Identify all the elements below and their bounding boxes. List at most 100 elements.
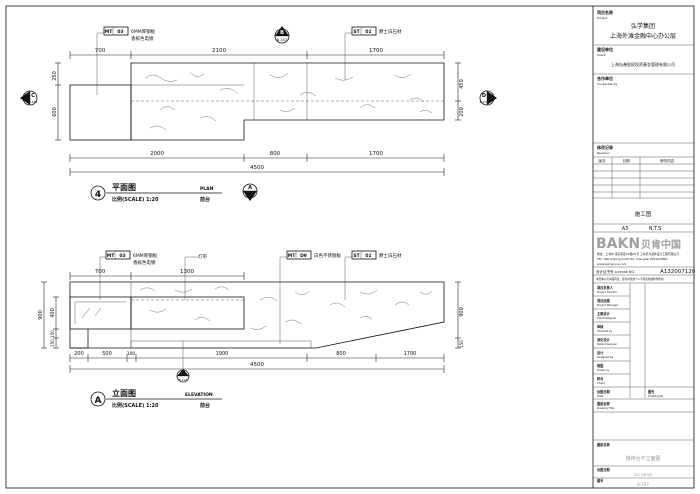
elev-left-dim-1: 900 bbox=[38, 310, 44, 320]
design-rows: 项目负责人 Project Director 项目经理 Project Mana… bbox=[593, 283, 694, 398]
elevation-marble-veins bbox=[139, 286, 433, 330]
svg-text:MT: MT bbox=[288, 253, 296, 259]
svg-text:B-107: B-107 bbox=[480, 100, 489, 104]
elev-callout-mtd9-text: 白色不锈钢板 bbox=[314, 252, 341, 259]
plan-marble-top bbox=[130, 62, 445, 141]
elev-top-dim-2: 1300 bbox=[180, 269, 194, 275]
svg-text:D9: D9 bbox=[300, 253, 307, 259]
firm-address: 地址：上海市 浦东新区XX路XX号 上海贝肯装饰设计工程有限公司 bbox=[597, 252, 679, 256]
plan-callout-st-text: 爵士白石材 bbox=[379, 28, 402, 35]
svg-text:校对: 校对 bbox=[597, 376, 604, 381]
svg-text:A: A bbox=[248, 185, 252, 191]
plan-top-dim-2: 2100 bbox=[212, 48, 226, 54]
elev-callout-mt03-text1: 6MM厚钢板 bbox=[133, 252, 158, 259]
sheet-border bbox=[5, 5, 695, 489]
elev-left-dim-2: 400 bbox=[50, 308, 56, 318]
elevation-subject: 前台 bbox=[200, 402, 210, 409]
elevation-scale: 比例(SCALE) 1:20 bbox=[112, 402, 159, 409]
svg-text:图纸名称: 图纸名称 bbox=[597, 442, 611, 447]
elevation-title-en: ELEVATION bbox=[185, 392, 213, 398]
svg-text:Drawn by: Drawn by bbox=[597, 368, 610, 372]
elev-left-dim-3: 150 bbox=[50, 330, 55, 338]
revision-col-1: 版次 bbox=[599, 158, 607, 163]
svg-text:Designed by: Designed by bbox=[597, 355, 614, 359]
elevation-title-badge bbox=[90, 391, 106, 407]
plan-right-dim-2: 200 bbox=[459, 107, 465, 117]
svg-text:项目经理: 项目经理 bbox=[597, 298, 611, 303]
revision-col-3: 修改内容 bbox=[660, 158, 674, 163]
svg-text:Project Director: Project Director bbox=[597, 290, 618, 294]
elev-bottom-dim-6: 1700 bbox=[404, 351, 417, 357]
svg-text:Revision: Revision bbox=[597, 151, 610, 155]
elevation-plinth bbox=[130, 340, 312, 349]
license-number: A132007120 bbox=[660, 269, 696, 275]
plan-callout-st-tag bbox=[351, 26, 377, 36]
owner-name: 上海弘善股权投资基金管理有限公司 bbox=[611, 61, 675, 67]
elev-total-dim: 4500 bbox=[250, 362, 264, 368]
sheet-title: 接待台平立面图 bbox=[625, 455, 660, 462]
plan-callout-mt-tag bbox=[103, 26, 129, 36]
revision-label: 修改记录 bbox=[596, 144, 613, 150]
elev-callout-mt03-text2: 香槟色电镀 bbox=[133, 259, 156, 266]
svg-text:审核: 审核 bbox=[597, 324, 604, 329]
title-block: 项目名称 Project 弘学集团 上海外滩金融中心办公层 建设单位 Clien… bbox=[593, 9, 696, 487]
plan-title: 平面图 bbox=[112, 183, 136, 192]
svg-text:图号: 图号 bbox=[597, 478, 604, 483]
svg-text:ST: ST bbox=[353, 253, 360, 259]
plan-scale: 比例(SCALE) 1:20 bbox=[112, 196, 159, 203]
paper-scale: N.T.S bbox=[649, 226, 662, 232]
plan-right-dim-1: 450 bbox=[459, 79, 465, 89]
elev-bottom-dim-3: 100 bbox=[127, 351, 136, 357]
plan-view: 700 2100 1700 250 600 450 200 2000 800 1… bbox=[20, 26, 497, 203]
svg-text:Chief Designer: Chief Designer bbox=[597, 316, 617, 320]
plan-title-badge bbox=[90, 185, 106, 201]
paper-size: A3 bbox=[622, 226, 629, 232]
firm-logo: BAKN bbox=[596, 236, 640, 252]
elev-callout-st01-tag bbox=[351, 250, 377, 260]
elevation-title: 立面图 bbox=[112, 388, 136, 398]
svg-text:03: 03 bbox=[119, 253, 125, 259]
svg-text:制图: 制图 bbox=[597, 363, 603, 368]
svg-text:03: 03 bbox=[117, 29, 123, 35]
svg-text:主案设计: 主案设计 bbox=[597, 311, 611, 316]
plan-bottom-dim-2: 800 bbox=[270, 151, 281, 157]
svg-text:B-107: B-107 bbox=[179, 378, 188, 382]
revision-col-2: 日期 bbox=[623, 158, 631, 163]
issue-date: 2011年9月 bbox=[634, 472, 652, 477]
svg-text:01: 01 bbox=[365, 253, 371, 259]
plan-steel-panel bbox=[69, 84, 132, 141]
plan-callout-mt-text2: 香槟色电镀 bbox=[131, 35, 154, 42]
elevation-title-letter: A bbox=[95, 396, 102, 406]
elev-left-dim-4: 150 bbox=[50, 339, 55, 347]
plan-total-dim: 4500 bbox=[250, 165, 264, 171]
firm-web: www.bakngroup.com bbox=[597, 262, 627, 266]
plan-top-dim-3: 1700 bbox=[369, 48, 383, 54]
firm-tel: TEL: 000 Pudong South Rd. Shanghai 20012… bbox=[596, 257, 668, 261]
svg-text:深化设计: 深化设计 bbox=[597, 337, 611, 342]
svg-text:Date: Date bbox=[597, 394, 604, 398]
svg-text:出图日期: 出图日期 bbox=[597, 467, 611, 472]
svg-text:B-107: B-107 bbox=[29, 100, 38, 104]
elevation-marble-body bbox=[69, 281, 445, 349]
svg-text:E: E bbox=[181, 370, 184, 376]
plan-left-dim-1: 250 bbox=[52, 71, 58, 81]
plan-marble-veins bbox=[144, 71, 433, 131]
svg-text:Drawing Title: Drawing Title bbox=[597, 406, 615, 410]
date-label: 出图日期 bbox=[597, 389, 611, 394]
sheet-no-label: 图号 bbox=[648, 389, 655, 394]
svg-text:D: D bbox=[482, 93, 486, 99]
plan-bottom-dim-3: 1700 bbox=[369, 151, 383, 157]
svg-text:MT: MT bbox=[107, 253, 115, 259]
svg-text:Detail Designer: Detail Designer bbox=[597, 342, 618, 346]
copyright-notice: 未经本公司书面同意，任何单位或个人不得复制或转作他用 bbox=[596, 277, 664, 281]
plan-title-en: PLAN bbox=[200, 186, 214, 192]
consultant-label: 合作单位 bbox=[597, 75, 613, 81]
svg-text:01: 01 bbox=[365, 29, 371, 35]
svg-text:Project Manager: Project Manager bbox=[597, 303, 619, 307]
elev-callout-light: 灯带 bbox=[198, 253, 207, 260]
stage: 施工图 bbox=[635, 210, 652, 218]
svg-text:设计: 设计 bbox=[597, 350, 604, 355]
project-label: 项目名称 bbox=[597, 9, 613, 15]
